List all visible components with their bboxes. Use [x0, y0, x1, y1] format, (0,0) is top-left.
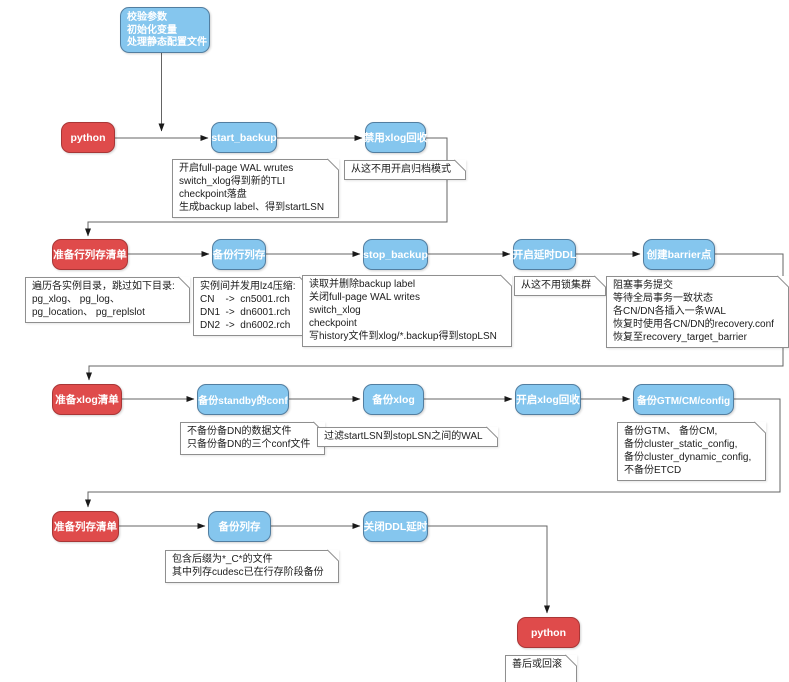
node-init-steps: 校验参数初始化变量处理静态配置文件: [120, 7, 210, 53]
note-disable-xlog-recycle: 从这不用开启归档模式: [344, 160, 466, 180]
node-prepare-rowcol-list: 准备行列存清单: [52, 239, 128, 270]
note-enable-delay-ddl: 从这不用锁集群: [514, 276, 606, 296]
node-backup-standby-conf: 备份standby的conf: [197, 384, 289, 415]
note-backup-standby-conf: 不备份备DN的数据文件只备份备DN的三个conf文件: [180, 422, 326, 455]
note-backup-xlog: 过滤startLSN到stopLSN之间的WAL: [317, 427, 498, 447]
node-enable-xlog-recycle: 开启xlog回收: [515, 384, 581, 415]
node-start-backup: start_backup: [211, 122, 277, 153]
node-python-end: python: [517, 617, 580, 648]
note-python-end: 善后或回滚: [505, 655, 577, 682]
node-stop-backup: stop_backup: [363, 239, 428, 270]
node-backup-rowcol: 备份行列存: [212, 239, 266, 270]
node-create-barrier: 创建barrier点: [643, 239, 715, 270]
node-prepare-col-list: 准备列存清单: [52, 511, 119, 542]
node-enable-delay-ddl: 开启延时DDL: [513, 239, 576, 270]
node-python-start: python: [61, 122, 115, 153]
node-disable-ddl-delay: 关闭DDL延时: [363, 511, 428, 542]
node-prepare-xlog-list: 准备xlog清单: [52, 384, 122, 415]
note-backup-gtm-cm-config: 备份GTM、 备份CM,备份cluster_static_config,备份cl…: [617, 422, 767, 481]
node-disable-xlog-recycle: 禁用xlog回收: [364, 122, 427, 153]
note-prepare-rowcol-list: 遍历各实例目录，跳过如下目录:pg_xlog、 pg_log、pg_locati…: [25, 277, 190, 323]
note-backup-col: 包含后缀为*_C*的文件其中列存cudesc已在行存阶段备份: [165, 550, 339, 583]
node-backup-xlog: 备份xlog: [363, 384, 424, 415]
node-backup-col: 备份列存: [208, 511, 271, 542]
node-backup-gtm-cm-config: 备份GTM/CM/config: [633, 384, 734, 415]
